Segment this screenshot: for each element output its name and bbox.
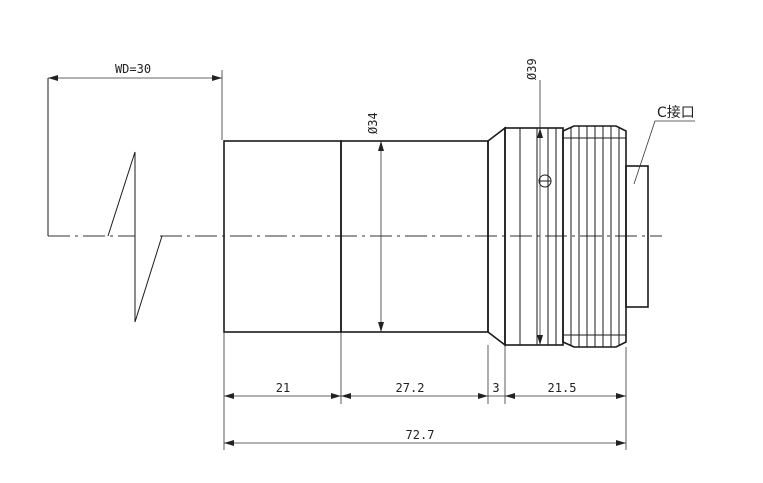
- dim-21-label: 21: [276, 381, 290, 395]
- dim-total-label: 72.7: [406, 428, 435, 442]
- c-mount-callout: C接口: [633, 104, 695, 185]
- c-mount-thread: [625, 165, 649, 308]
- lens-step-section: [487, 126, 506, 347]
- dim-21-5-label: 21.5: [548, 381, 577, 395]
- wd-label: WD=30: [115, 62, 151, 76]
- lens-front-barrel: [223, 140, 342, 333]
- c-mount-label: C接口: [657, 104, 695, 121]
- knurled-ring: [562, 125, 627, 348]
- wd-dimension: WD=30: [48, 62, 223, 140]
- extension-lines: [223, 332, 627, 450]
- overall-length-dimension: 72.7: [224, 428, 626, 446]
- diameter-34-label: Ø34: [366, 112, 380, 134]
- diameter-34-dimension: Ø34: [366, 112, 384, 332]
- segment-dimension-line: 21 27.2 3 21.5: [224, 381, 626, 399]
- diameter-39-dimension: Ø39: [525, 58, 543, 345]
- dim-27-2-label: 27.2: [396, 381, 425, 395]
- lock-screw-icon: [538, 174, 552, 188]
- lens-middle-barrel: [340, 140, 489, 333]
- lens-focus-ring-body: [504, 127, 564, 346]
- diameter-39-label: Ø39: [525, 58, 539, 80]
- working-distance-break-symbol: [47, 78, 163, 323]
- dim-3-label: 3: [492, 381, 499, 395]
